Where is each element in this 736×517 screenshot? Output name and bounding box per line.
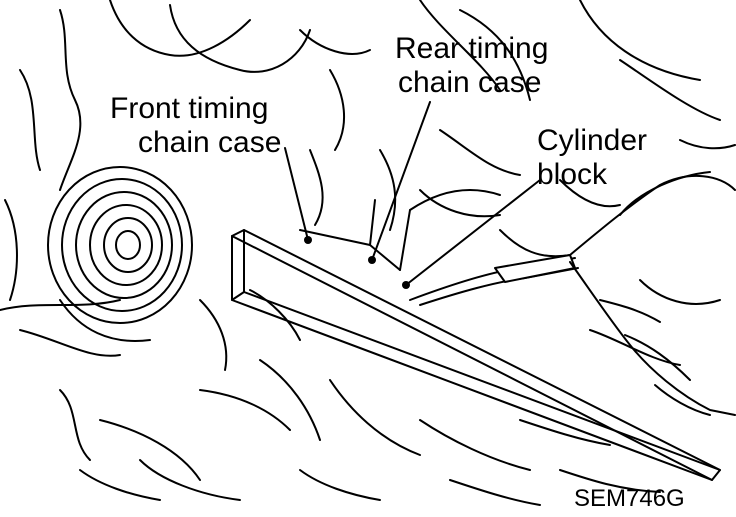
chain-case-edges [299, 189, 501, 271]
dot-rear-case [368, 256, 376, 264]
label-line: Rear timing [395, 32, 549, 65]
label-front-timing-chain-case: Front timing chain case [110, 92, 281, 160]
label-line: block [537, 158, 608, 191]
feeler-gauge [409, 254, 579, 306]
figure-code: SEM746G [574, 485, 685, 512]
leader-front-case [284, 147, 309, 241]
dot-front-case [304, 236, 312, 244]
leader-cylinder-block [405, 179, 541, 286]
leader-rear-case [371, 101, 431, 261]
label-line: Front timing [110, 92, 269, 125]
hand [569, 171, 736, 416]
straightedge [231, 229, 721, 481]
label-line: chain case [138, 126, 282, 159]
dot-cylinder-block [402, 281, 410, 289]
engine-background-lines [0, 0, 736, 506]
leader-lines [284, 101, 541, 286]
crankshaft-pulley [47, 166, 193, 342]
label-cylinder-block: Cylinder block [537, 124, 647, 192]
label-line: Cylinder [537, 124, 648, 157]
label-rear-timing-chain-case: Rear timing chain case [395, 32, 548, 100]
label-line: chain case [398, 66, 542, 99]
